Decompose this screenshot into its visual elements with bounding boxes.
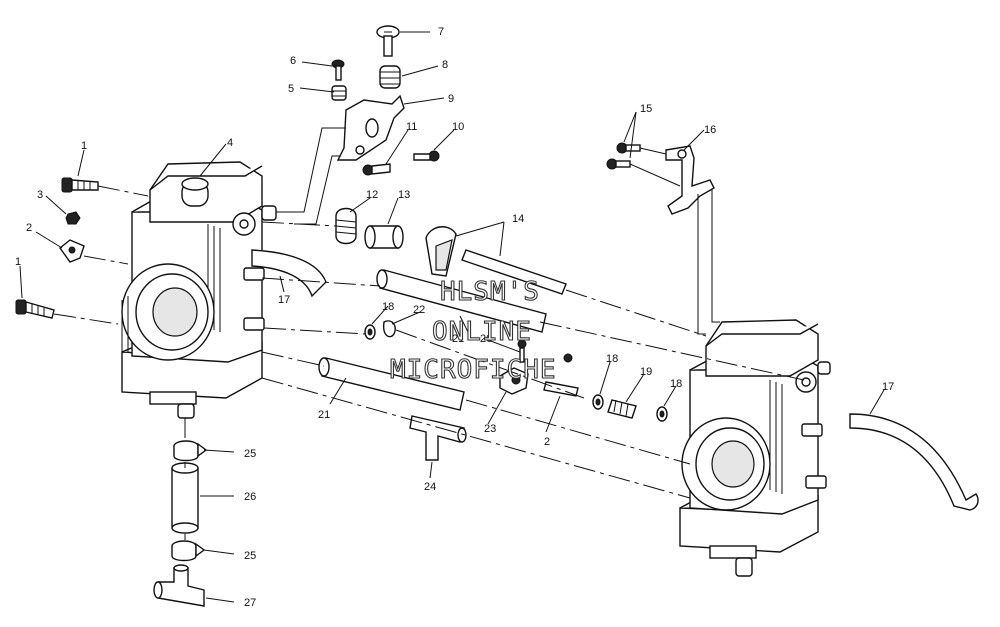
spring-5 — [331, 85, 347, 101]
left-carburetor — [121, 161, 277, 419]
callout-11: 11 — [406, 121, 417, 133]
callout-22: 22 — [413, 304, 425, 316]
callout-5: 5 — [288, 83, 294, 95]
washer-18-right — [656, 406, 668, 422]
spring-12 — [335, 207, 357, 245]
callout-23: 23 — [484, 423, 496, 435]
callout-labels: 1 1 3 2 4 5 6 7 8 9 11 10 12 13 14 15 16… — [15, 26, 894, 609]
watermark: HLSM'S ONLINE MICROFICHE — [389, 276, 557, 385]
callout-7: 7 — [438, 26, 444, 38]
screw-1-upper — [61, 177, 99, 193]
hose-21-lower — [318, 357, 465, 411]
callout-18-right: 18 — [670, 378, 682, 390]
clamp-25-upper — [173, 440, 208, 462]
washer-18-center — [592, 394, 604, 410]
callout-18-center: 18 — [606, 353, 618, 365]
bracket-16 — [665, 145, 715, 215]
hose-17-right — [849, 413, 979, 511]
hose-17-left — [251, 249, 327, 298]
callout-26: 26 — [244, 491, 256, 503]
callout-21-upper: 21 — [452, 333, 464, 345]
callout-2-left: 2 — [26, 222, 32, 234]
shaft-21-upper — [376, 269, 547, 333]
clamp-25-lower — [171, 540, 206, 562]
screw-6 — [331, 59, 345, 81]
callout-18-left: 18 — [382, 301, 394, 313]
callout-1-upper: 1 — [81, 140, 87, 152]
watermark-line-1: HLSM'S — [440, 277, 540, 307]
nut-3 — [65, 211, 81, 225]
callout-25-lower: 25 — [244, 550, 256, 562]
washer-18-left — [364, 324, 376, 340]
callout-12: 12 — [366, 189, 378, 201]
callout-16: 16 — [704, 124, 716, 136]
callout-21-lower: 21 — [318, 409, 330, 421]
screw-20 — [517, 339, 527, 363]
callout-17-right: 17 — [882, 381, 894, 393]
spring-8 — [379, 65, 401, 89]
leader-lines — [19, 31, 885, 603]
screw-7 — [376, 25, 400, 57]
watermark-line-3: MICROFICHE — [390, 355, 557, 385]
tee-fitting-27 — [153, 564, 205, 607]
callout-3: 3 — [37, 189, 43, 201]
right-carburetor — [679, 319, 831, 577]
callout-6: 6 — [290, 55, 296, 67]
bracket-9 — [336, 94, 405, 161]
cam-14 — [425, 226, 457, 277]
callout-1-lower: 1 — [15, 256, 21, 268]
clamp-2-left — [59, 239, 85, 263]
callout-10: 10 — [452, 121, 464, 133]
callout-17-left: 17 — [278, 294, 290, 306]
callout-15: 15 — [640, 103, 652, 115]
screws-15 — [606, 142, 641, 170]
screw-11 — [362, 163, 391, 176]
callout-9: 9 — [448, 93, 454, 105]
clip-22 — [382, 320, 396, 338]
screw-10 — [413, 150, 440, 162]
callout-14: 14 — [512, 213, 524, 225]
lever-23 — [499, 367, 529, 395]
callout-19: 19 — [640, 366, 652, 378]
callout-8: 8 — [442, 59, 448, 71]
callout-13: 13 — [398, 189, 410, 201]
hose-26 — [171, 462, 199, 534]
spring-19 — [607, 399, 637, 419]
shaft-14 — [461, 249, 567, 295]
callout-4: 4 — [227, 137, 233, 149]
callout-2-center: 2 — [544, 436, 550, 448]
callout-27: 27 — [244, 597, 256, 609]
callout-24: 24 — [424, 481, 436, 493]
callout-20: 20 — [480, 333, 492, 345]
tee-fitting-24 — [409, 415, 467, 461]
sleeve-13 — [364, 225, 404, 249]
callout-25-upper: 25 — [244, 448, 256, 460]
watermark-line-2: ONLINE — [432, 317, 532, 347]
screw-1-lower — [15, 299, 55, 319]
